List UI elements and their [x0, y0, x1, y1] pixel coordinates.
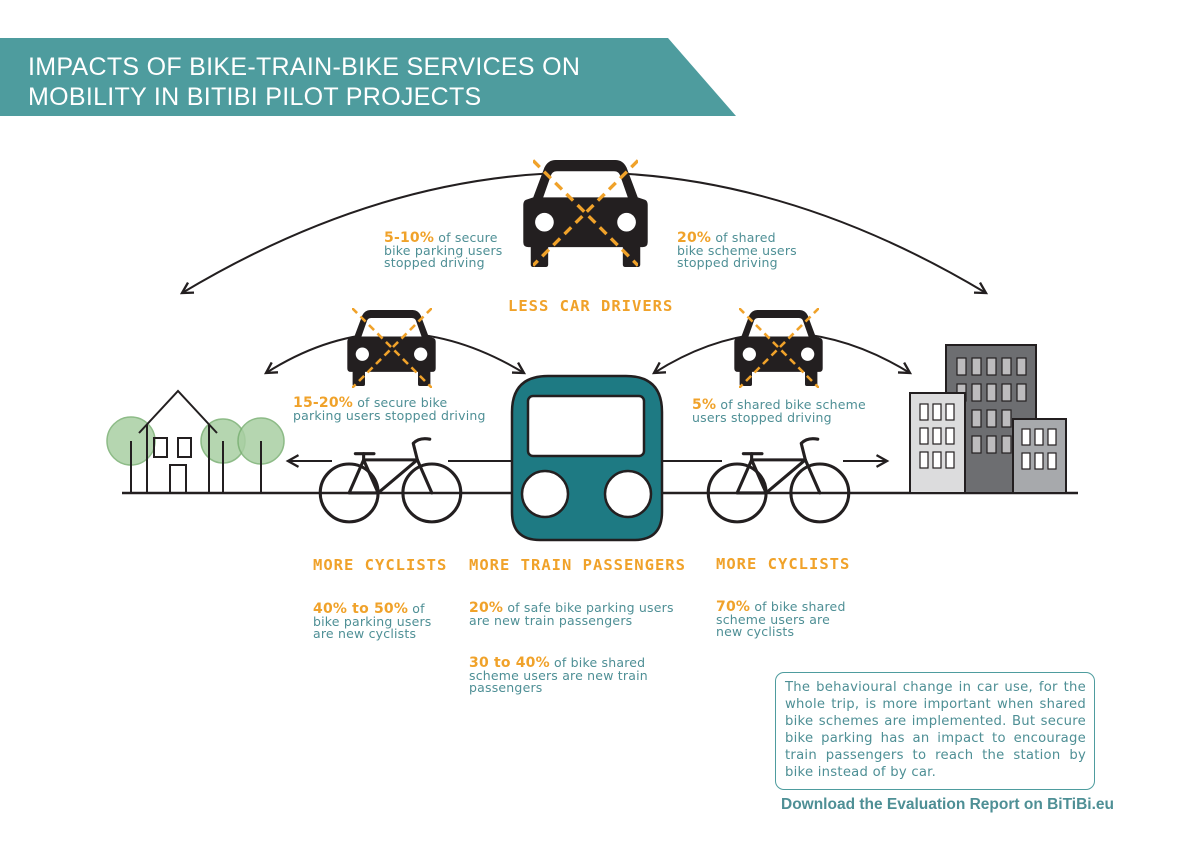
stat-text: scheme users are — [716, 611, 831, 627]
download-link[interactable]: Download the Evaluation Report on BiTiBi… — [781, 796, 1114, 813]
stat-text: of secure — [438, 230, 498, 245]
big-left-stat: 5-10% of secure bike parking users stopp… — [384, 230, 503, 270]
stat-text: of shared — [715, 230, 776, 245]
stat-text: of bike shared — [554, 655, 646, 670]
stat-text: bike scheme users — [677, 242, 797, 258]
note-box: The behavioural change in car use, for t… — [775, 672, 1095, 790]
small-right-stat: 5% of shared bike scheme users stopped d… — [692, 397, 866, 425]
buildings-icon — [909, 344, 1067, 494]
small-left-stat: 15-20% of secure bike parking users stop… — [293, 395, 486, 423]
title-banner: IMPACTS OF BIKE-TRAIN-BIKE SERVICES ON M… — [0, 38, 736, 116]
stat-text: bike parking users — [384, 242, 503, 258]
stat-percent: 15-20% — [293, 395, 354, 411]
stat-percent: 40% to 50% — [313, 601, 409, 617]
stat-text: of bike shared — [754, 599, 846, 614]
stat-percent: 20% — [469, 600, 504, 616]
title-line-2: MOBILITY IN BITIBI PILOT PROJECTS — [28, 83, 482, 111]
right-bicycle-icon — [706, 437, 851, 524]
less-car-drivers-heading: LESS CAR DRIVERS — [508, 297, 674, 315]
left-column-stat: 40% to 50% of bike parking users are new… — [313, 601, 432, 641]
stat-text: passengers — [469, 680, 543, 695]
stat-text: stopped driving — [384, 255, 485, 270]
house-icon — [138, 389, 218, 494]
right-car-icon — [734, 308, 823, 388]
stat-text: are new cyclists — [313, 626, 417, 641]
stat-percent: 70% — [716, 599, 751, 615]
stat-text: of secure bike — [357, 395, 448, 410]
more-cyclists-heading-left: MORE CYCLISTS — [313, 556, 448, 574]
right-column-stat: 70% of bike shared scheme users are new … — [716, 599, 846, 639]
stat-text: parking users stopped driving — [293, 407, 486, 423]
stat-percent: 30 to 40% — [469, 655, 550, 671]
stat-text: bike parking users — [313, 613, 432, 629]
left-car-icon — [347, 308, 436, 388]
tree-icon — [200, 418, 246, 493]
big-car-icon — [523, 158, 648, 268]
stat-percent: 20% — [677, 230, 712, 246]
left-bicycle-icon — [318, 437, 463, 524]
stat-text: users stopped driving — [692, 409, 832, 425]
tree-icon — [237, 417, 285, 493]
more-cyclists-heading-right: MORE CYCLISTS — [716, 555, 851, 573]
more-train-passengers-heading: MORE TRAIN PASSENGERS — [469, 556, 686, 574]
stat-text: stopped driving — [677, 255, 778, 270]
stat-text: of shared bike scheme — [720, 397, 866, 412]
train-icon — [510, 374, 664, 542]
stat-text: of safe bike parking users — [507, 600, 674, 615]
stat-text: new cyclists — [716, 624, 795, 639]
stat-text: scheme users are new train — [469, 667, 648, 683]
middle-column-stat-2: 30 to 40% of bike shared scheme users ar… — [469, 655, 648, 695]
big-right-stat: 20% of shared bike scheme users stopped … — [677, 230, 797, 270]
middle-column-stat-1: 20% of safe bike parking users are new t… — [469, 600, 674, 628]
stat-text: are new train passengers — [469, 612, 633, 628]
title-line-1: IMPACTS OF BIKE-TRAIN-BIKE SERVICES ON — [28, 53, 581, 81]
stat-percent: 5-10% — [384, 230, 435, 246]
stat-percent: 5% — [692, 397, 717, 413]
stat-text: of — [412, 601, 425, 616]
